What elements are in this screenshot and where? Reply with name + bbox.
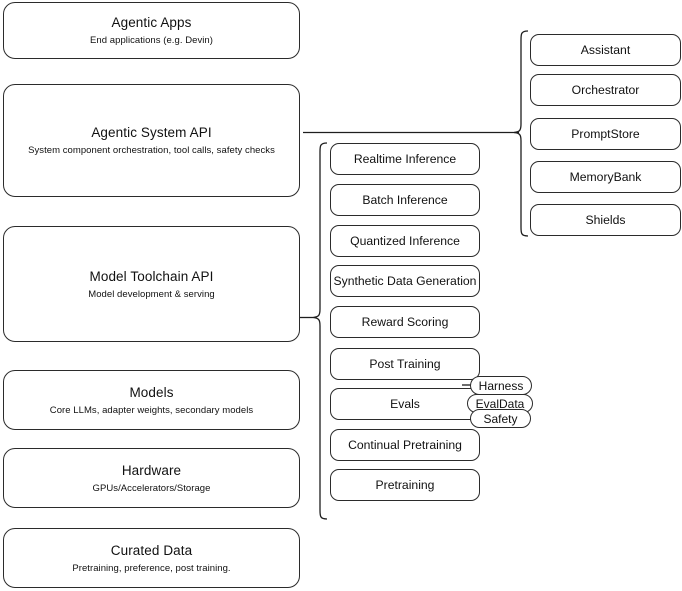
- stack-layer-hardware[interactable]: Hardware GPUs/Accelerators/Storage: [3, 448, 300, 508]
- stack-layer-model-toolchain-api[interactable]: Model Toolchain API Model development & …: [3, 226, 300, 342]
- toolchain-capability-reward-scoring[interactable]: Reward Scoring: [330, 306, 480, 338]
- stack-layer-agentic-apps[interactable]: Agentic Apps End applications (e.g. Devi…: [3, 2, 300, 59]
- agentic-component-shields[interactable]: Shields: [530, 204, 681, 236]
- toolchain-capability-post-training[interactable]: Post Training: [330, 348, 480, 380]
- toolchain-capability-realtime-inference[interactable]: Realtime Inference: [330, 143, 480, 175]
- stack-layer-title: Agentic System API: [91, 125, 212, 140]
- agentic-component-assistant[interactable]: Assistant: [530, 34, 681, 66]
- stack-layer-curated-data[interactable]: Curated Data Pretraining, preference, po…: [3, 528, 300, 588]
- stack-layer-title: Hardware: [121, 462, 182, 478]
- toolchain-capability-quantized-inference[interactable]: Quantized Inference: [330, 225, 480, 257]
- toolchain-capability-synthetic-data-generation[interactable]: Synthetic Data Generation: [330, 265, 480, 297]
- stack-layer-title: Agentic Apps: [111, 15, 192, 30]
- eval-tag-harness[interactable]: Harness: [470, 376, 532, 395]
- stack-layer-subtitle: GPUs/Accelerators/Storage: [92, 482, 211, 494]
- stack-layer-agentic-system-api[interactable]: Agentic System API System component orch…: [3, 84, 300, 197]
- stack-layer-subtitle: End applications (e.g. Devin): [90, 35, 213, 46]
- stack-layer-models[interactable]: Models Core LLMs, adapter weights, secon…: [3, 370, 300, 430]
- stack-layer-subtitle: Pretraining, preference, post training.: [72, 562, 231, 574]
- agentic-component-memorybank[interactable]: MemoryBank: [530, 161, 681, 193]
- agentic-component-promptstore[interactable]: PromptStore: [530, 118, 681, 150]
- stack-layer-subtitle: Core LLMs, adapter weights, secondary mo…: [49, 404, 254, 416]
- stack-layer-subtitle: System component orchestration, tool cal…: [28, 145, 275, 156]
- left-brace: [312, 142, 328, 520]
- toolchain-capability-continual-pretraining[interactable]: Continual Pretraining: [330, 429, 480, 461]
- right-brace: [513, 30, 529, 237]
- eval-tag-safety[interactable]: Safety: [470, 409, 531, 428]
- stack-layer-title: Models: [129, 384, 174, 400]
- toolchain-capability-evals[interactable]: Evals: [330, 388, 480, 420]
- toolchain-capability-pretraining[interactable]: Pretraining: [330, 469, 480, 501]
- stack-layer-title: Curated Data: [110, 542, 193, 558]
- toolchain-capability-batch-inference[interactable]: Batch Inference: [330, 184, 480, 216]
- stack-layer-subtitle: Model development & serving: [88, 288, 215, 300]
- stack-layer-title: Model Toolchain API: [89, 268, 214, 284]
- agentic-component-orchestrator[interactable]: Orchestrator: [530, 74, 681, 106]
